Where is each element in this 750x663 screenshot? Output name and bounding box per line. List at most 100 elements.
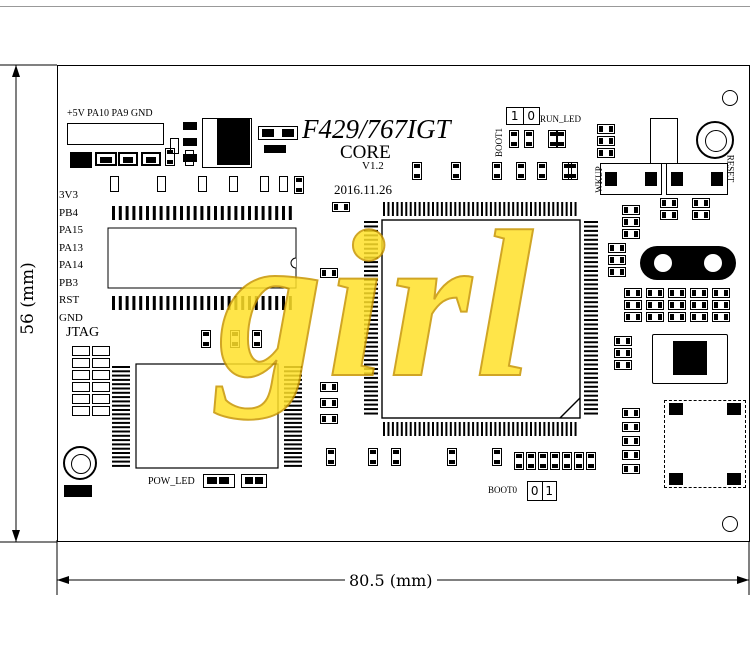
jtag-pin-pa14: PA14 [59,259,84,271]
smd-passive [712,288,730,298]
pow-led-label: POW_LED [148,476,195,487]
smd-passive [574,452,584,470]
smd-passive [412,162,422,180]
smd-passive [624,312,642,322]
smd-passive [252,330,262,348]
smd-passive [586,452,596,470]
smd-passive [646,288,664,298]
smd-passive [516,162,526,180]
smd-passive [492,162,502,180]
mcu-chip [364,202,598,436]
smd-passive [556,130,566,148]
jtag-pad [72,394,90,404]
run-led-label: RUN_LED [540,114,581,124]
smd-passive [646,312,664,322]
smd-passive [320,414,338,424]
smd-passive [622,229,640,239]
smd-passive [492,448,502,466]
smd-passive [447,448,457,466]
jtag-pad [92,394,110,404]
reset-button [696,121,734,159]
board-version: V1.2 [362,160,384,172]
passives-row-top [110,176,288,192]
smd-passive [614,360,632,370]
smd-passive [526,452,536,470]
pad-bottom-left [64,485,92,497]
flash-chip-soic [652,334,728,384]
usb-connector-top [650,118,678,164]
passive-cap-b [185,150,194,166]
board-title: F429/767IGT [302,114,451,144]
jtag-pad [92,382,110,392]
jtag-pin-labels: 3V3 PB4 PA15 PA13 PA14 PB3 RST GND [59,187,83,327]
smd-passive [668,300,686,310]
pow-led-resistor [241,474,267,488]
boot1-value-0: 0 [527,109,536,123]
smd-passive [326,448,336,466]
smd-passive [294,176,304,194]
sdram-chip [107,206,297,310]
sd-card-connector [664,400,746,488]
smd-passive [597,136,615,146]
boot0-value-0: 0 [528,482,543,500]
smd-passive [614,348,632,358]
smd-passive [165,148,175,166]
smd-passive [548,130,558,148]
jtag-pad [72,406,90,416]
smd-passive [320,382,338,392]
boot0-label: BOOT0 [488,485,517,495]
smd-passive [608,243,626,253]
wkup-switch [600,163,662,195]
jtag-pad [92,370,110,380]
height-dimension-label: 56 (mm) [18,258,38,339]
smd-passive [660,198,678,208]
jtag-pin-pa13: PA13 [59,241,84,254]
jtag-pad [92,406,110,416]
smd-passive [622,217,640,227]
top-edge-line [0,6,750,7]
regulator-cap [258,126,298,140]
smd-passive [509,130,519,148]
board-date: 2016.11.26 [334,182,393,197]
smd-passive [622,422,640,432]
boot0-jumper: 0 1 [527,481,557,501]
smd-passive [646,300,664,310]
mounting-hole-top-right [722,90,738,106]
jtag-label: JTAG [66,325,100,340]
smd-passive [538,452,548,470]
power-header-pads-2 [118,152,161,166]
smd-passive [622,436,640,446]
regulator-pins [183,122,197,162]
smd-passive [391,448,401,466]
smd-passive [230,330,240,348]
jtag-header-pads [72,346,110,416]
jtag-pad [72,358,90,368]
smd-passive [524,130,534,148]
smd-passive [550,452,560,470]
smd-passive [622,408,640,418]
smd-passive [332,202,350,212]
jtag-pad [92,358,110,368]
boot0-value-1: 1 [545,484,554,498]
width-dimension [56,540,750,595]
smd-passive [660,210,678,220]
smd-passive [624,300,642,310]
height-dimension [0,64,57,543]
smd-passive [451,162,461,180]
pow-led [203,474,235,488]
smd-passive [514,452,524,470]
smd-passive [712,300,730,310]
jtag-pad [72,370,90,380]
smd-passive [608,267,626,277]
power-header-outline [67,123,164,145]
boot1-label: BOOT1 [494,128,504,157]
smd-passive [624,288,642,298]
smd-passive [690,288,708,298]
jtag-pad [72,346,90,356]
smd-passive [622,464,640,474]
jtag-pin-pa15: PA15 [59,224,84,236]
jtag-pin-gnd: GND [59,311,83,324]
width-dimension-label: 80.5 (mm) [345,573,437,589]
smd-passive [320,398,338,408]
smd-passive [668,312,686,322]
